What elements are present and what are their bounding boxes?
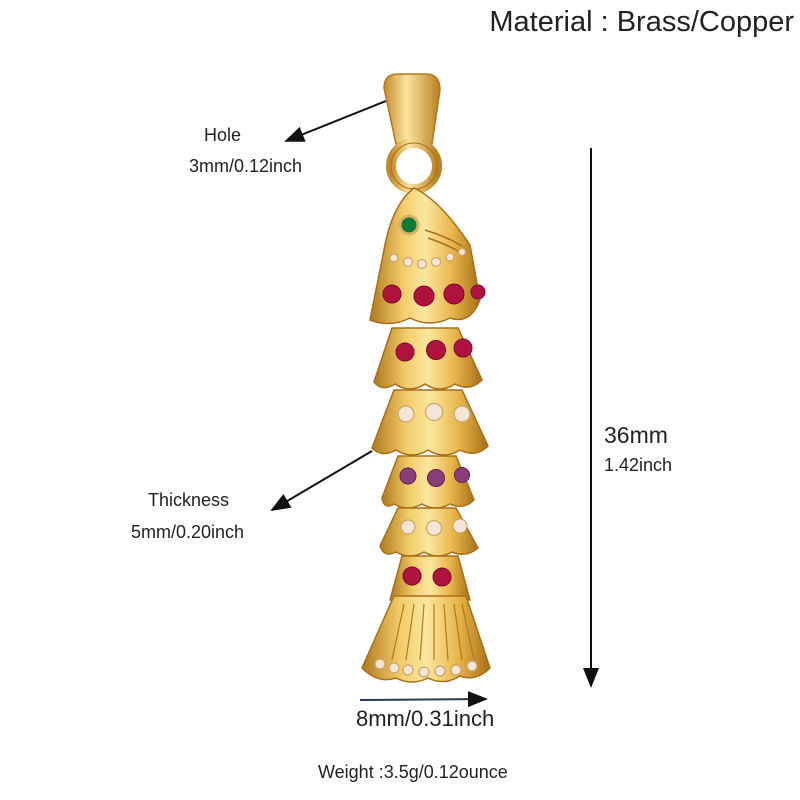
amethyst-stones	[399, 467, 470, 487]
fish-segment-6	[389, 555, 471, 601]
thickness-arrow	[270, 450, 373, 512]
fish-tail	[361, 595, 491, 683]
hole-size: 3mm/0.12inch	[189, 156, 303, 176]
bail	[383, 73, 441, 145]
ruby-stones	[382, 283, 486, 587]
material-label: Material : Brass/Copper	[489, 6, 794, 38]
fish-pendant-icon	[361, 73, 491, 683]
length-inch: 1.42inch	[604, 455, 673, 475]
emerald-eye	[398, 214, 420, 236]
width-arrow	[359, 691, 488, 708]
fish-segment-3	[371, 389, 489, 456]
weight-label: Weight :3.5g/0.12ounce	[318, 762, 508, 782]
length-mm: 36mm	[604, 422, 668, 448]
thickness-size: 5mm/0.20inch	[131, 522, 245, 542]
fish-segment-2	[373, 327, 483, 390]
thickness-title: Thickness	[148, 490, 230, 510]
hole-arrow	[284, 100, 387, 142]
clear-stones	[374, 247, 478, 678]
hole-title: Hole	[204, 125, 242, 145]
width-label: 8mm/0.31inch	[356, 706, 495, 731]
